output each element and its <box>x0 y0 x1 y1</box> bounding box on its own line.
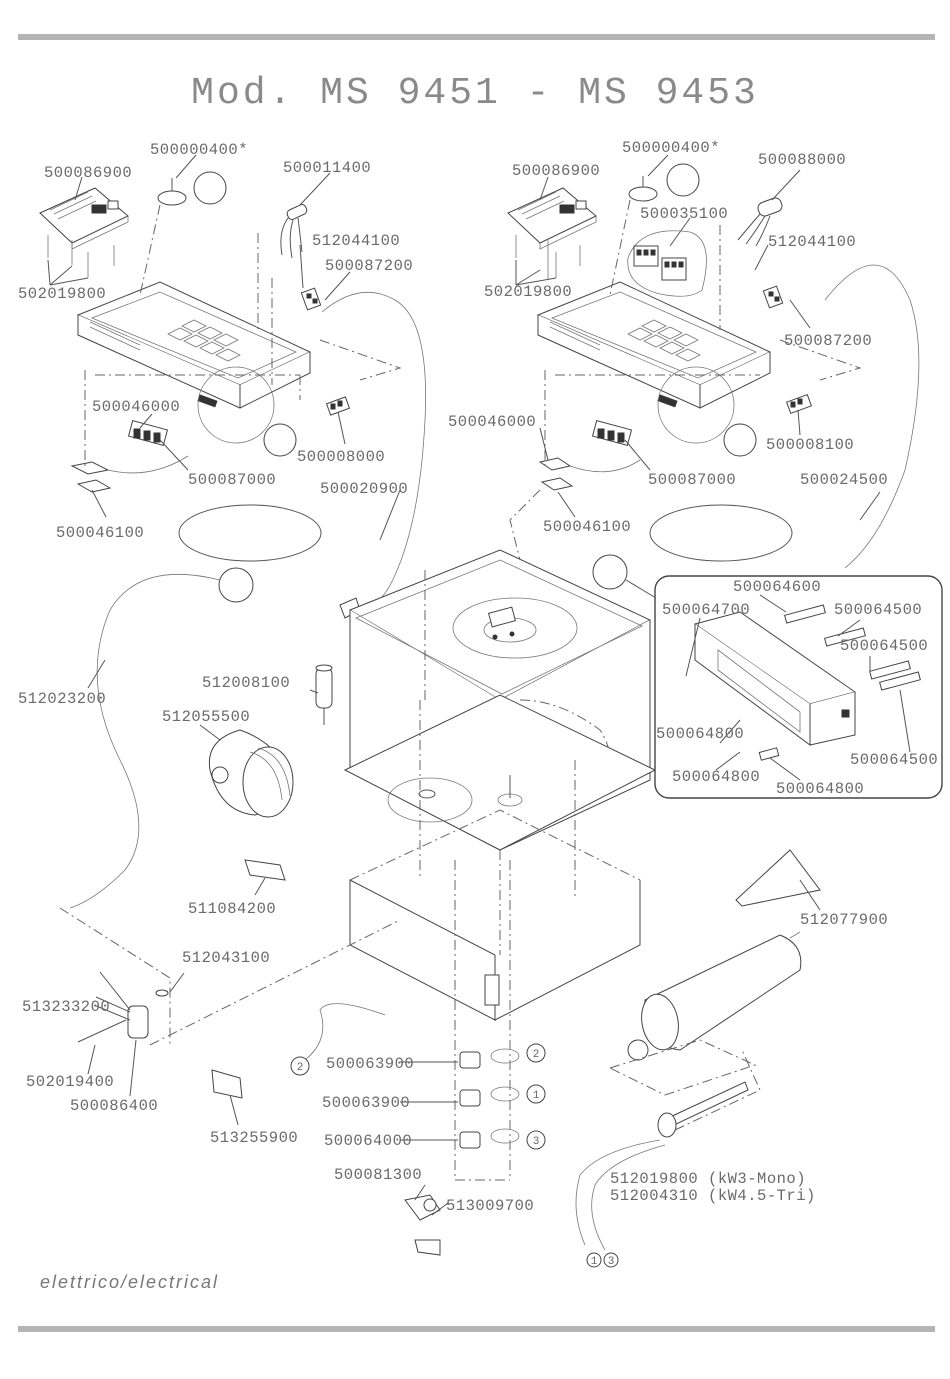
label-500035100: 500035100 <box>640 205 728 223</box>
marker-3-b: 3 <box>608 1256 615 1268</box>
run-capacitor-512008100 <box>309 664 333 725</box>
left-capacitor <box>280 204 308 259</box>
label-500046100-right: 500046100 <box>543 518 631 536</box>
label-512004310: 512004310 (kW4.5-Tri) <box>610 1187 816 1205</box>
part-number-labels: 500000400* 500086900 500011400 512044100… <box>18 139 938 1215</box>
label-512008100: 512008100 <box>202 674 290 692</box>
label-500064700: 500064700 <box>662 601 750 619</box>
right-terminal-connector <box>762 285 784 309</box>
label-512044100-left: 512044100 <box>312 232 400 250</box>
pump-bracket-511084200 <box>244 859 286 896</box>
right-highlight-oval <box>649 504 793 562</box>
harness-detail <box>592 554 943 799</box>
label-500008000: 500008000 <box>297 448 385 466</box>
right-pressure-switch <box>628 163 700 202</box>
right-panel-housing <box>536 281 772 457</box>
label-512019800: 512019800 (kW3-Mono) <box>610 1170 806 1188</box>
right-terminal-block <box>785 393 813 415</box>
cabinet-chassis <box>343 549 657 1181</box>
solenoid-group <box>59 907 401 1097</box>
wash-pump-512055500 <box>199 724 294 818</box>
thermostat-group <box>400 1043 546 1150</box>
label-500086900-right: 500086900 <box>512 162 600 180</box>
label-500064000: 500064000 <box>324 1132 412 1150</box>
label-500020900: 500020900 <box>320 480 408 498</box>
label-511084200: 511084200 <box>188 900 276 918</box>
marker-3-a: 3 <box>533 1136 540 1148</box>
label-500088000: 500088000 <box>758 151 846 169</box>
label-500063900-a: 500063900 <box>326 1055 414 1073</box>
label-513009700: 513009700 <box>446 1197 534 1215</box>
right-sensor-parts <box>538 457 641 491</box>
label-500046000-left: 500046000 <box>92 398 180 416</box>
sensor-wire-group <box>211 1003 386 1126</box>
left-terminal-connector <box>300 287 322 311</box>
label-500024500: 500024500 <box>800 471 888 489</box>
label-500064600: 500064600 <box>733 578 821 596</box>
right-panel-group <box>507 154 920 569</box>
label-500011400: 500011400 <box>283 159 371 177</box>
right-capacitor <box>737 197 783 247</box>
label-500086400: 500086400 <box>70 1097 158 1115</box>
left-panel-housing <box>76 281 312 457</box>
left-panel-group <box>39 154 426 619</box>
label-500064800-b: 500064800 <box>672 768 760 786</box>
label-500064800-a: 500064800 <box>656 725 744 743</box>
left-sensor-parts <box>70 455 189 493</box>
label-500046000-right: 500046000 <box>448 413 536 431</box>
label-500086900-left: 500086900 <box>44 164 132 182</box>
label-502019800-right: 502019800 <box>484 283 572 301</box>
right-relay-modules <box>627 230 707 297</box>
label-500087000-left: 500087000 <box>188 471 276 489</box>
left-relay-block <box>127 420 169 446</box>
label-500081300: 500081300 <box>334 1166 422 1184</box>
drain-hose <box>69 567 254 909</box>
bottom-rule <box>18 1326 935 1332</box>
label-500087000-right: 500087000 <box>648 471 736 489</box>
left-terminal-block <box>325 396 351 416</box>
label-500064500-b: 500064500 <box>840 637 928 655</box>
label-512043100: 512043100 <box>182 949 270 967</box>
label-500064800-c: 500064800 <box>776 780 864 798</box>
label-502019400: 502019400 <box>26 1073 114 1091</box>
label-500000400-left: 500000400* <box>150 141 248 159</box>
boiler-tank <box>608 931 802 1096</box>
power-cord-500020900 <box>321 291 426 613</box>
rinse-arm-512077900 <box>735 849 821 911</box>
marker-2-b: 2 <box>297 1062 304 1074</box>
heating-element <box>575 1049 761 1268</box>
label-512077900: 512077900 <box>800 911 888 929</box>
marker-2-a: 2 <box>533 1049 540 1061</box>
section-footer-label: elettrico/electrical <box>40 1272 219 1292</box>
marker-1-b: 1 <box>591 1256 598 1268</box>
right-relay-block <box>591 420 633 446</box>
label-500087200-left: 500087200 <box>325 257 413 275</box>
label-512055500: 512055500 <box>162 708 250 726</box>
label-500063900-b: 500063900 <box>322 1094 410 1112</box>
label-500064500-c: 500064500 <box>850 751 938 769</box>
label-500008100: 500008100 <box>766 436 854 454</box>
marker-1-a: 1 <box>533 1090 540 1102</box>
label-500000400-right: 500000400* <box>622 139 720 157</box>
top-rule <box>18 34 935 40</box>
label-502019800-left: 502019800 <box>18 285 106 303</box>
left-pcb-board <box>39 187 129 278</box>
label-512044100-right: 512044100 <box>768 233 856 251</box>
label-513255900: 513255900 <box>210 1129 298 1147</box>
left-pressure-switch <box>157 171 227 206</box>
left-highlight-oval <box>178 504 322 562</box>
label-500064500-a: 500064500 <box>834 601 922 619</box>
label-500087200-right: 500087200 <box>784 332 872 350</box>
right-pcb-board <box>507 187 597 280</box>
wire-markers: 2 1 3 2 1 3 <box>297 1049 615 1268</box>
cable-500024500 <box>824 264 920 569</box>
inlet-valve-500081300 <box>404 1184 449 1256</box>
label-513233200: 513233200 <box>22 998 110 1016</box>
label-500046100-left: 500046100 <box>56 524 144 542</box>
drawing-title: Mod. MS 9451 - MS 9453 <box>191 72 759 115</box>
label-512023200: 512023200 <box>18 690 106 708</box>
